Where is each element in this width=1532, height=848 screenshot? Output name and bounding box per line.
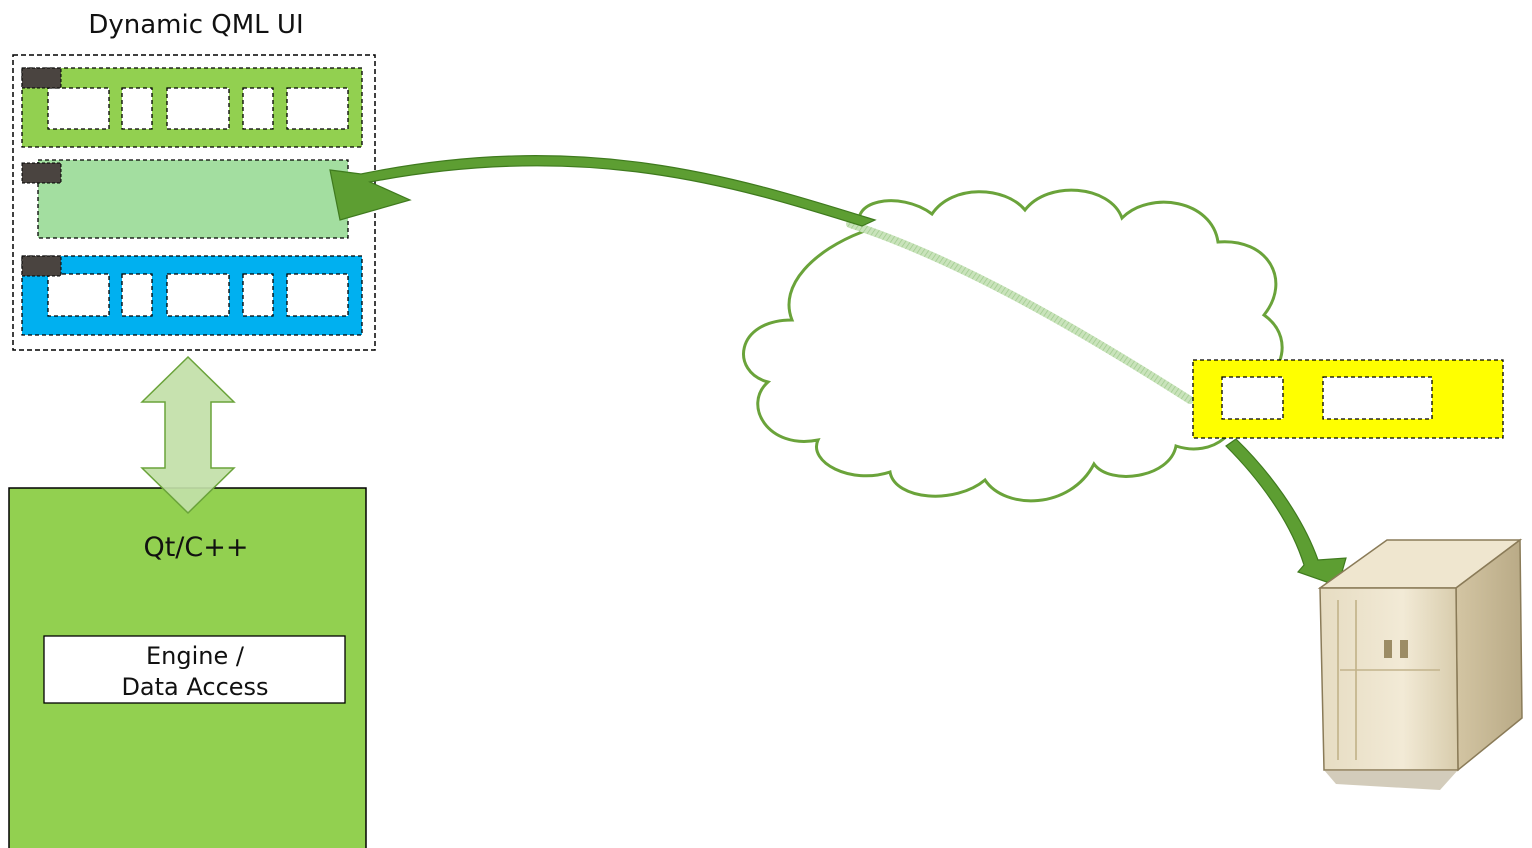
drag-handle-icon bbox=[22, 68, 61, 88]
qml-row-blue bbox=[22, 256, 362, 335]
qml-cell bbox=[122, 88, 152, 129]
qml-cell bbox=[48, 274, 109, 316]
qml-row-green bbox=[22, 68, 362, 147]
remote-cell bbox=[1323, 377, 1432, 419]
curved-arrow-to-server-icon bbox=[1226, 439, 1346, 586]
server-icon bbox=[1320, 540, 1522, 790]
qml-cell bbox=[287, 88, 348, 129]
cloud-icon bbox=[744, 190, 1283, 501]
remote-cell bbox=[1222, 377, 1283, 419]
qml-cell bbox=[167, 88, 229, 129]
qml-cell bbox=[243, 88, 273, 129]
drag-handle-icon bbox=[22, 163, 61, 183]
drag-handle-icon bbox=[22, 256, 61, 276]
curved-arrow-to-ui-icon bbox=[330, 156, 875, 226]
qml-cell bbox=[48, 88, 109, 129]
qml-row-light-green bbox=[22, 160, 348, 238]
qml-cell bbox=[243, 274, 273, 316]
qml-cell bbox=[167, 274, 229, 316]
qml-cell bbox=[287, 274, 348, 316]
remote-qml-component bbox=[1193, 360, 1503, 438]
ui-panel-title: Dynamic QML UI bbox=[88, 10, 303, 40]
qt-backend-title: Qt/C++ bbox=[143, 532, 248, 563]
engine-label-line1: Engine / bbox=[146, 642, 245, 670]
engine-label-line2: Data Access bbox=[121, 673, 268, 701]
qml-cell bbox=[122, 274, 152, 316]
